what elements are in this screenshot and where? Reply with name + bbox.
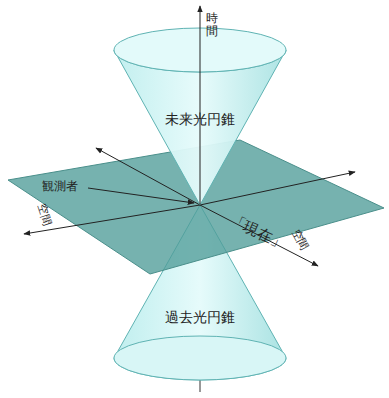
space-axis: [200, 172, 355, 205]
observer-label: 観測者: [42, 180, 78, 193]
axis-label: 空間: [289, 227, 310, 252]
time-axis: [200, 6, 201, 205]
observer-leader: [88, 188, 194, 203]
past-cone-base: [114, 336, 286, 380]
axis-label: 時間: [206, 12, 218, 38]
region-label: 過去光円錐: [165, 310, 235, 325]
region-label: 未来光円錐: [165, 112, 235, 127]
space-axis: [200, 205, 318, 266]
